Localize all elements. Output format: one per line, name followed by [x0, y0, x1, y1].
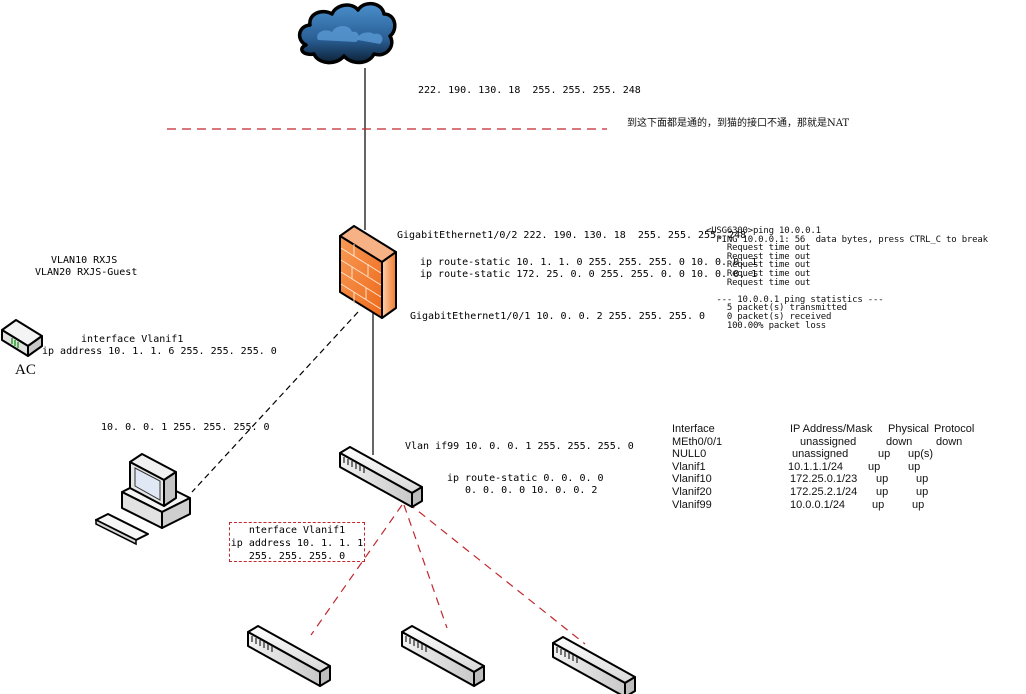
ping-output-line: Request time out — [706, 260, 811, 271]
access-switch-1-icon — [247, 625, 331, 687]
interface-table-row: Vlanif99 10.0.0.1/24 up up — [672, 499, 992, 512]
table-cell: Vlanif1 — [672, 460, 706, 473]
interface-table-row: MEth0/0/1 unassigned down down — [672, 436, 992, 449]
core-switch-icon — [339, 446, 423, 508]
access-switch-3-icon — [552, 636, 636, 694]
ping-output: <USG6300>ping 10.0.0.1 PING 10.0.0.1: 56… — [706, 227, 988, 330]
table-cell: up — [916, 473, 929, 486]
table-cell: up(s) — [908, 448, 934, 461]
ping-output-line: PING 10.0.0.1: 56 data bytes, press CTRL… — [706, 234, 988, 245]
table-cell: Vlanif99 — [672, 498, 712, 511]
switch-vlanif99-label: Vlan if99 10. 0. 0. 1 255. 255. 255. 0 — [405, 441, 634, 452]
link-core-access-3 — [407, 502, 586, 645]
table-cell: Vlanif20 — [672, 485, 712, 498]
table-cell: NULL0 — [672, 448, 707, 461]
link-core-access-2 — [403, 504, 448, 629]
table-cell: 172.25.0.1/23 — [790, 473, 858, 486]
link-core-access-1 — [310, 504, 403, 636]
table-cell: up — [912, 498, 925, 511]
ping-output-line: Request time out — [706, 268, 811, 279]
switch-route-2-label: 0. 0. 0. 0 10. 0. 0. 2 — [465, 485, 598, 496]
interface-table: Interface IP Address/Mask Physical Protocol… — [672, 423, 992, 511]
ping-output-line: --- 10.0.0.1 ping statistics --- — [706, 294, 884, 305]
table-cell: up — [908, 460, 921, 473]
table-cell: up — [878, 448, 891, 461]
table-cell: 10.1.1.1/24 — [788, 460, 844, 473]
table-cell: up — [916, 485, 929, 498]
ac-device-icon — [1, 319, 43, 357]
interface-table-row: NULL0 unassigned up up(s) — [672, 448, 992, 461]
box-line-3: 255. 255. 255. 0 — [248, 551, 346, 562]
fw-ge-1-0-2-label: GigabitEthernet1/0/2 222. 190. 130. 18 2… — [397, 230, 747, 241]
access-switch-2-icon — [401, 625, 485, 687]
table-cell: MEth0/0/1 — [672, 435, 723, 448]
table-cell: down — [886, 435, 913, 448]
vlan20-label: VLAN20 RXJS-Guest — [35, 267, 138, 278]
nat-note-label: 到这下面都是通的，到猫的接口不通，那就是NAT — [627, 118, 850, 129]
column-header: IP Address/Mask — [790, 423, 873, 435]
ping-output-line: 0 packet(s) received — [706, 311, 832, 322]
internet-cloud-icon — [297, 1, 397, 65]
interface-table-row: Vlanif1 10.1.1.1/24 up up — [672, 461, 992, 474]
box-line-1: nterface Vlanif1 — [248, 525, 346, 536]
table-cell: 172.25.2.1/24 — [790, 485, 858, 498]
table-cell: unassigned — [800, 435, 857, 448]
ping-output-line: 5 packet(s) transmitted — [706, 303, 847, 314]
table-cell: down — [936, 435, 963, 448]
column-header: Protocol — [934, 423, 975, 435]
table-cell: 10.0.0.1/24 — [790, 498, 846, 511]
table-cell: up — [876, 473, 889, 486]
ac-label: AC — [15, 362, 36, 378]
table-cell: up — [868, 460, 881, 473]
fw-ge-1-0-1-label: GigabitEthernet1/0/1 10. 0. 0. 2 255. 25… — [410, 311, 706, 322]
ping-output-line: Request time out — [706, 243, 811, 254]
pc-icon — [95, 453, 191, 546]
wan-ip-label: 222. 190. 130. 18 255. 255. 255. 248 — [418, 85, 641, 96]
fw-route-1-label: ip route-static 10. 1. 1. 0 255. 255. 25… — [420, 257, 758, 268]
column-header: Physical — [888, 423, 929, 435]
ping-output-line: <USG6300>ping 10.0.0.1 — [706, 226, 821, 236]
vlan10-label: VLAN10 RXJS — [51, 255, 118, 266]
box-line-2: ip address 10. 1. 1. 1 — [230, 538, 364, 549]
table-cell: up — [876, 485, 889, 498]
column-header: Interface — [672, 423, 715, 435]
ac-ip-label: ip address 10. 1. 1. 6 255. 255. 255. 0 — [42, 346, 277, 357]
interface-table-header: Interface IP Address/Mask Physical Protocol — [672, 423, 992, 436]
pc-ip-label: 10. 0. 0. 1 255. 255. 255. 0 — [101, 422, 270, 433]
vlanif1-config-box: nterface Vlanif1 ip address 10. 1. 1. 1 … — [229, 522, 365, 562]
switch-route-1-label: ip route-static 0. 0. 0. 0 — [447, 473, 604, 484]
fw-route-2-label: ip route-static 172. 25. 0. 0 255. 255. … — [420, 269, 758, 280]
ping-output-line: Request time out — [706, 277, 811, 288]
ac-interface-label: interface Vlanif1 — [81, 334, 184, 345]
interface-table-row: Vlanif20 172.25.2.1/24 up up — [672, 486, 992, 499]
interface-table-row: Vlanif10 172.25.0.1/23 up up — [672, 473, 992, 486]
table-cell: up — [872, 498, 885, 511]
link-firewall-pc — [191, 311, 359, 493]
ping-output-line: Request time out — [706, 251, 811, 262]
table-cell: Vlanif10 — [672, 473, 712, 486]
firewall-icon — [339, 225, 397, 319]
table-cell: unassigned — [792, 448, 849, 461]
ping-output-line: 100.00% packet loss — [706, 320, 827, 331]
